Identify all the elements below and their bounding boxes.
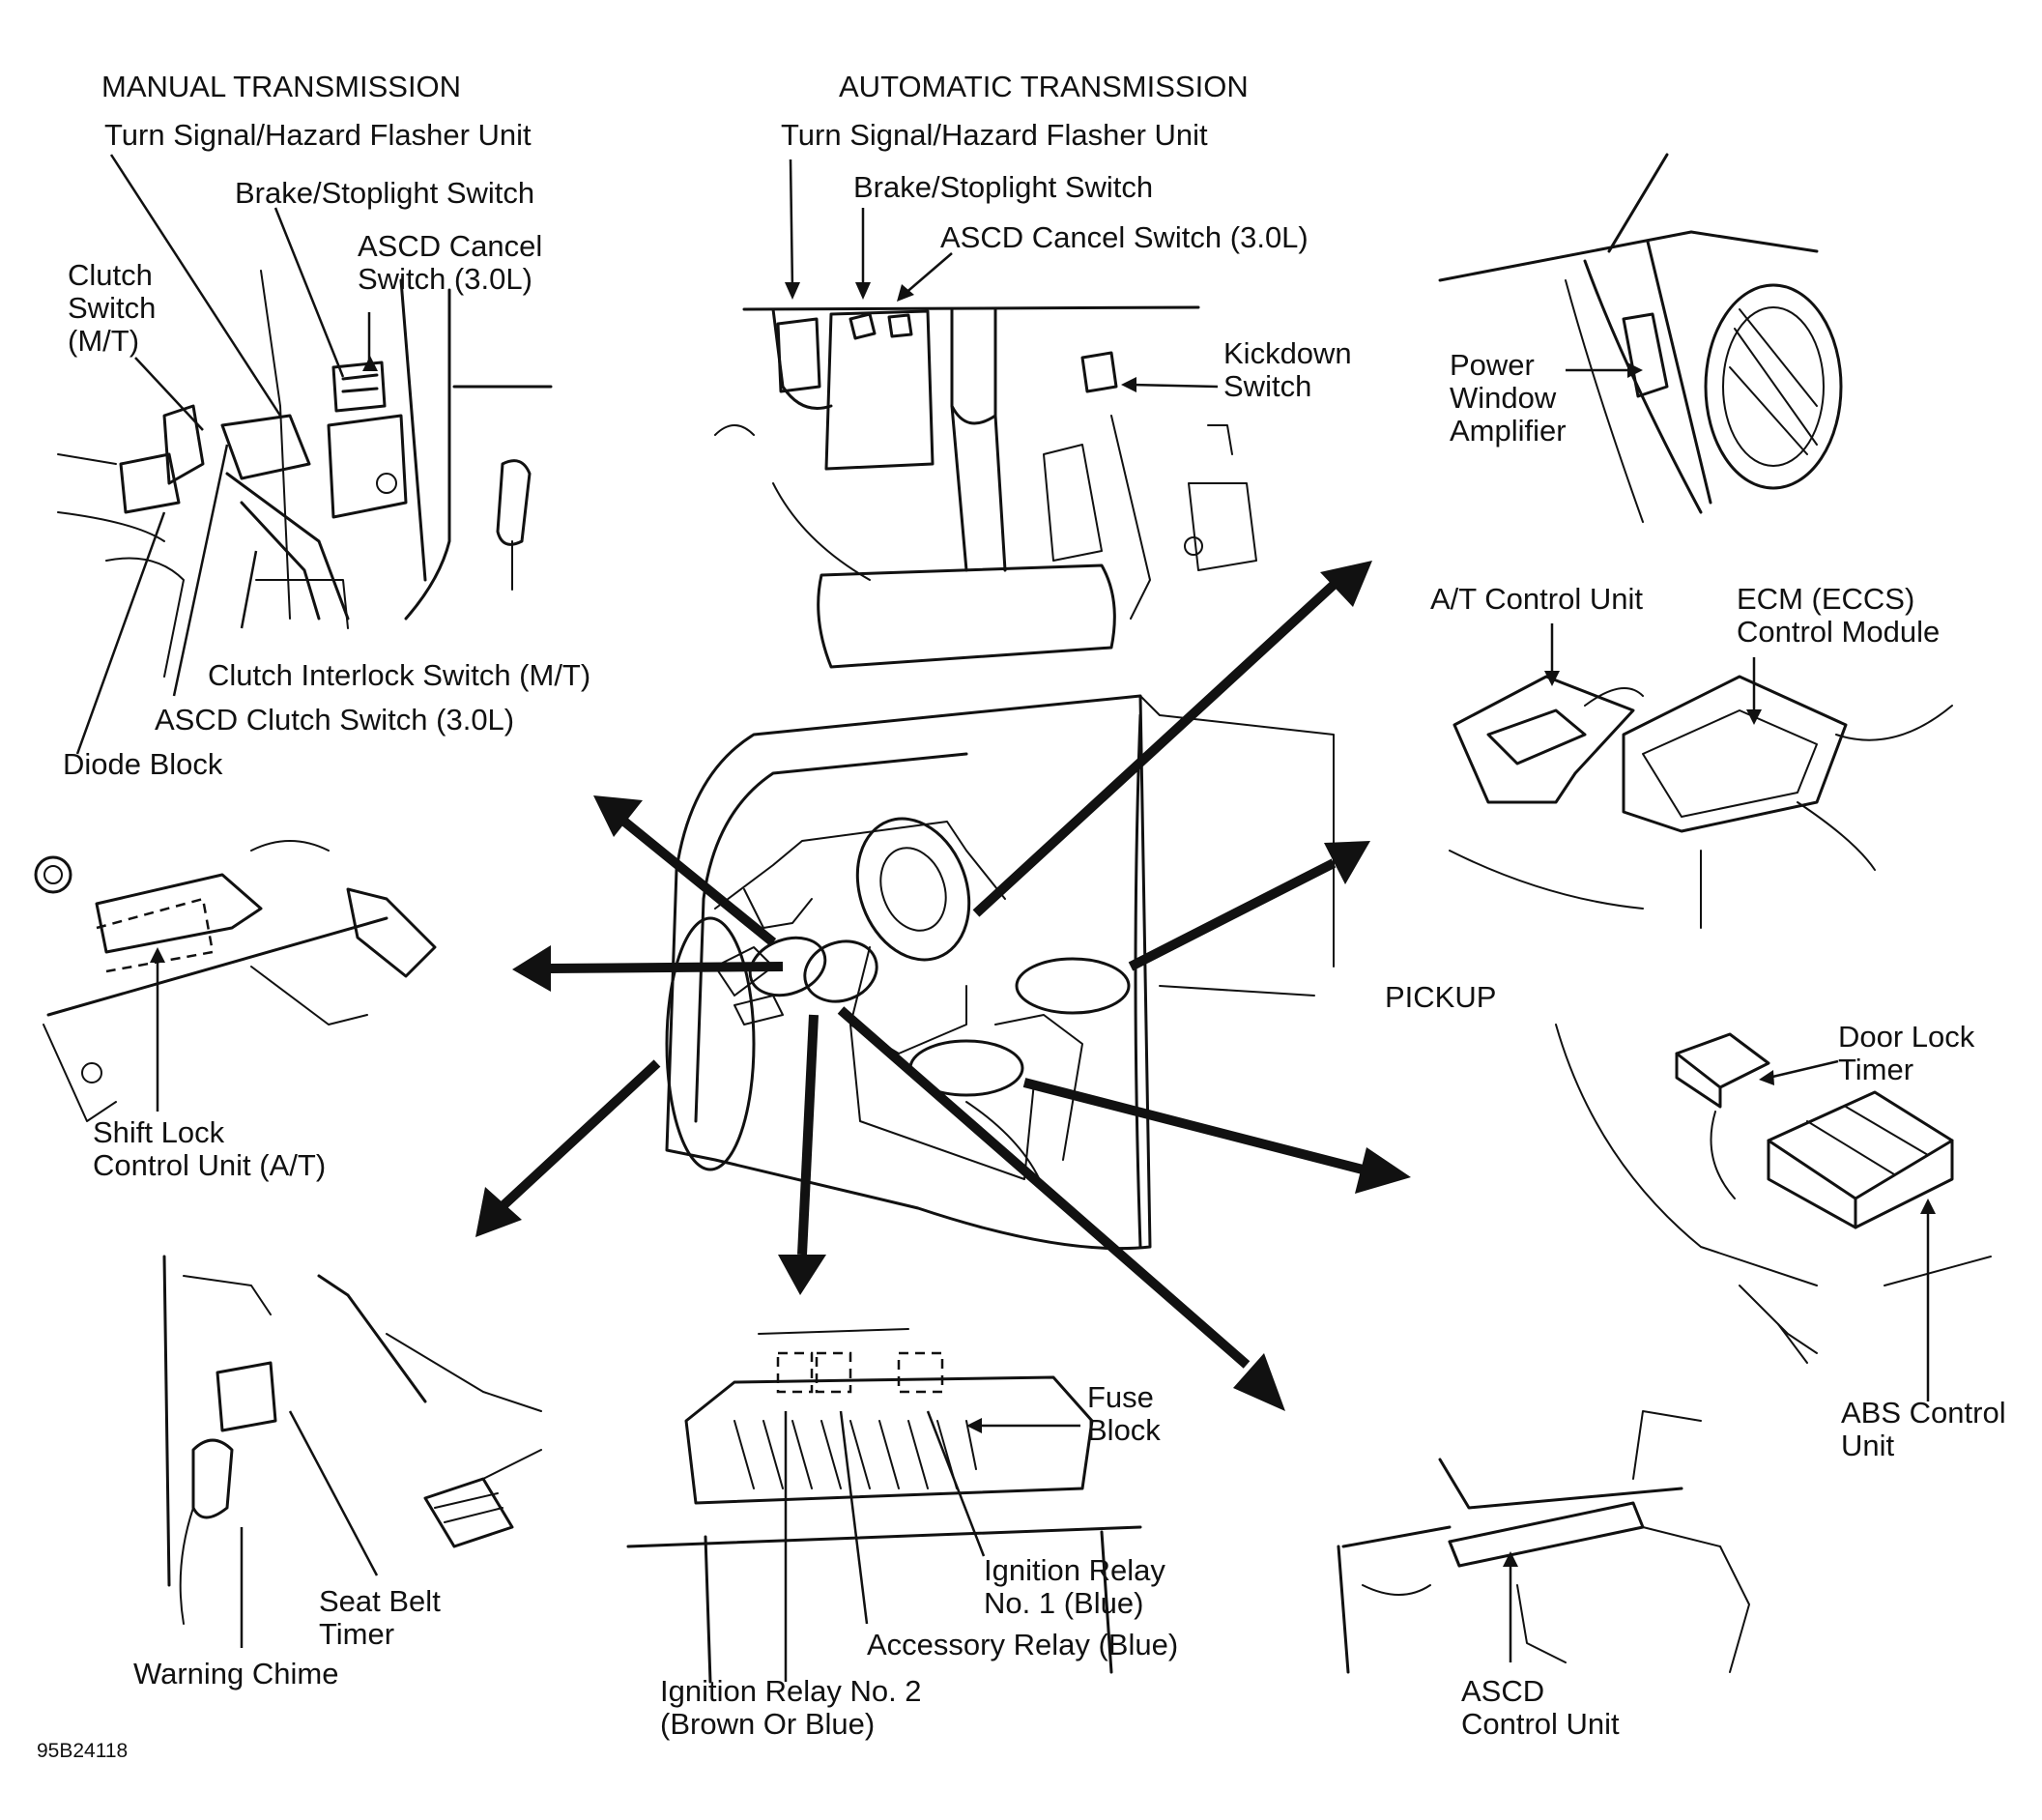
label-ecm-control-module: ECM (ECCS) Control Module xyxy=(1737,582,1941,649)
shift-lock-inset xyxy=(34,840,437,1122)
label-mt-ascd-clutch-switch: ASCD Clutch Switch (3.0L) xyxy=(155,703,515,737)
leader-lines xyxy=(75,154,1930,1682)
label-shift-lock-control-unit: Shift Lock Control Unit (A/T) xyxy=(93,1115,327,1182)
automatic-transmission-inset xyxy=(714,305,1257,669)
pointer-arrows xyxy=(475,561,1411,1411)
label-power-window-amplifier: Power Window Amplifier xyxy=(1450,348,1567,448)
label-warning-chime: Warning Chime xyxy=(133,1657,339,1690)
label-mt-clutch-interlock-switch: Clutch Interlock Switch (M/T) xyxy=(208,658,591,692)
label-seat-belt-timer: Seat Belt Timer xyxy=(319,1584,441,1651)
label-mt-diode-block: Diode Block xyxy=(63,747,223,781)
label-ignition-relay-no-1: Ignition Relay No. 1 (Blue) xyxy=(984,1553,1165,1620)
figure-id: 95B24118 xyxy=(37,1740,129,1762)
label-accessory-relay: Accessory Relay (Blue) xyxy=(867,1628,1179,1661)
ascd-unit-inset xyxy=(1337,1410,1750,1674)
label-ascd-control-unit: ASCD Control Unit xyxy=(1461,1674,1620,1741)
label-ignition-relay-no-2: Ignition Relay No. 2 (Brown Or Blue) xyxy=(660,1674,922,1741)
header-manual-transmission: MANUAL TRANSMISSION xyxy=(101,70,462,103)
fuse-block-inset xyxy=(626,1328,1142,1684)
label-mt-turn-signal-flasher: Turn Signal/Hazard Flasher Unit xyxy=(104,118,532,152)
label-at-ascd-cancel-switch: ASCD Cancel Switch (3.0L) xyxy=(940,220,1309,254)
label-door-lock-timer: Door Lock Timer xyxy=(1838,1020,1975,1086)
label-at-kickdown-switch: Kickdown Switch xyxy=(1223,336,1352,403)
leader-arrowheads xyxy=(150,282,1936,1567)
label-mt-clutch-switch: Clutch Switch (M/T) xyxy=(68,258,157,358)
label-abs-control-unit: ABS Control Unit xyxy=(1841,1396,2006,1462)
label-at-turn-signal-flasher: Turn Signal/Hazard Flasher Unit xyxy=(781,118,1208,152)
control-modules-inset xyxy=(1449,675,1953,929)
header-pickup: PICKUP xyxy=(1385,980,1497,1014)
power-window-inset xyxy=(1438,153,1843,523)
label-mt-ascd-cancel-switch: ASCD Cancel Switch (3.0L) xyxy=(358,229,543,296)
seat-belt-inset xyxy=(162,1255,542,1625)
label-at-brake-stoplight-switch: Brake/Stoplight Switch xyxy=(853,170,1154,204)
label-at-control-unit: A/T Control Unit xyxy=(1430,582,1643,616)
pickup-modules-inset xyxy=(1555,1024,1992,1364)
header-automatic-transmission: AUTOMATIC TRANSMISSION xyxy=(839,70,1249,103)
label-mt-brake-stoplight-switch: Brake/Stoplight Switch xyxy=(235,176,535,210)
center-cab-illustration xyxy=(665,694,1335,1251)
label-fuse-block: Fuse Block xyxy=(1087,1380,1161,1447)
